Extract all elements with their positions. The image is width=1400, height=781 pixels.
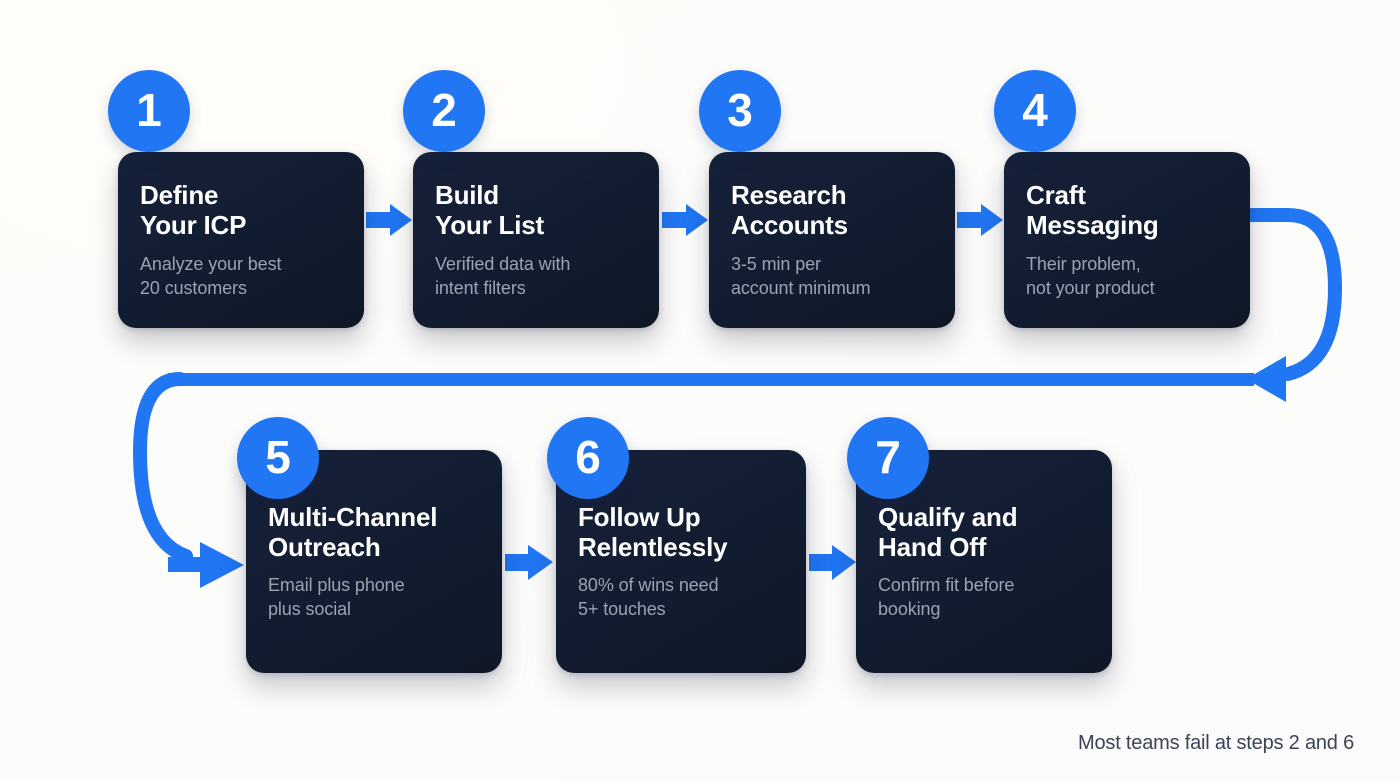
step-description: 3-5 min per account minimum <box>731 253 871 298</box>
step-badge-1: 1 <box>108 70 190 152</box>
step-badge-5: 5 <box>237 417 319 499</box>
step-number: 5 <box>265 430 291 483</box>
arrow-step-5-to-6 <box>505 545 553 580</box>
step-card-5[interactable]: Multi-Channel Outreach Email plus phone … <box>246 450 502 673</box>
step-title: Multi-Channel Outreach <box>268 501 438 562</box>
arrow-step-3-to-4 <box>957 204 1003 236</box>
step-number: 4 <box>1022 83 1048 136</box>
step-description: Analyze your best 20 customers <box>140 253 282 298</box>
arrow-step-2-to-3 <box>662 204 708 236</box>
step-number: 3 <box>727 83 753 136</box>
step-number: 2 <box>431 83 457 136</box>
step-description: Confirm fit before booking <box>878 575 1015 620</box>
step-title: Follow Up Relentlessly <box>578 501 728 562</box>
step-number: 7 <box>875 430 901 483</box>
step-title: Build Your List <box>435 180 544 241</box>
step-title: Craft Messaging <box>1026 180 1159 241</box>
step-title: Qualify and Hand Off <box>878 501 1018 562</box>
step-badge-3: 3 <box>699 70 781 152</box>
step-number: 6 <box>575 430 601 483</box>
step-number: 1 <box>136 83 162 136</box>
arrow-step-4-to-5 <box>132 208 1343 588</box>
arrow-step-6-to-7 <box>809 545 856 580</box>
step-title: Research Accounts <box>731 180 848 241</box>
step-description: Email plus phone plus social <box>268 575 405 620</box>
step-badge-4: 4 <box>994 70 1076 152</box>
step-description: 80% of wins need 5+ touches <box>578 575 719 620</box>
step-card-2[interactable]: Build Your List Verified data with inten… <box>413 152 659 328</box>
step-card-1[interactable]: Define Your ICP Analyze your best 20 cus… <box>118 152 364 328</box>
step-card-3[interactable]: Research Accounts 3-5 min per account mi… <box>709 152 955 328</box>
step-badge-6: 6 <box>547 417 629 499</box>
step-description: Verified data with intent filters <box>435 253 571 298</box>
footnote-text: Most teams fail at steps 2 and 6 <box>1078 732 1354 754</box>
step-badge-7: 7 <box>847 417 929 499</box>
step-title: Define Your ICP <box>140 180 247 241</box>
arrow-step-1-to-2 <box>366 204 412 236</box>
step-badge-2: 2 <box>403 70 485 152</box>
step-card-4[interactable]: Craft Messaging Their problem, not your … <box>1004 152 1250 328</box>
step-description: Their problem, not your product <box>1026 253 1155 298</box>
